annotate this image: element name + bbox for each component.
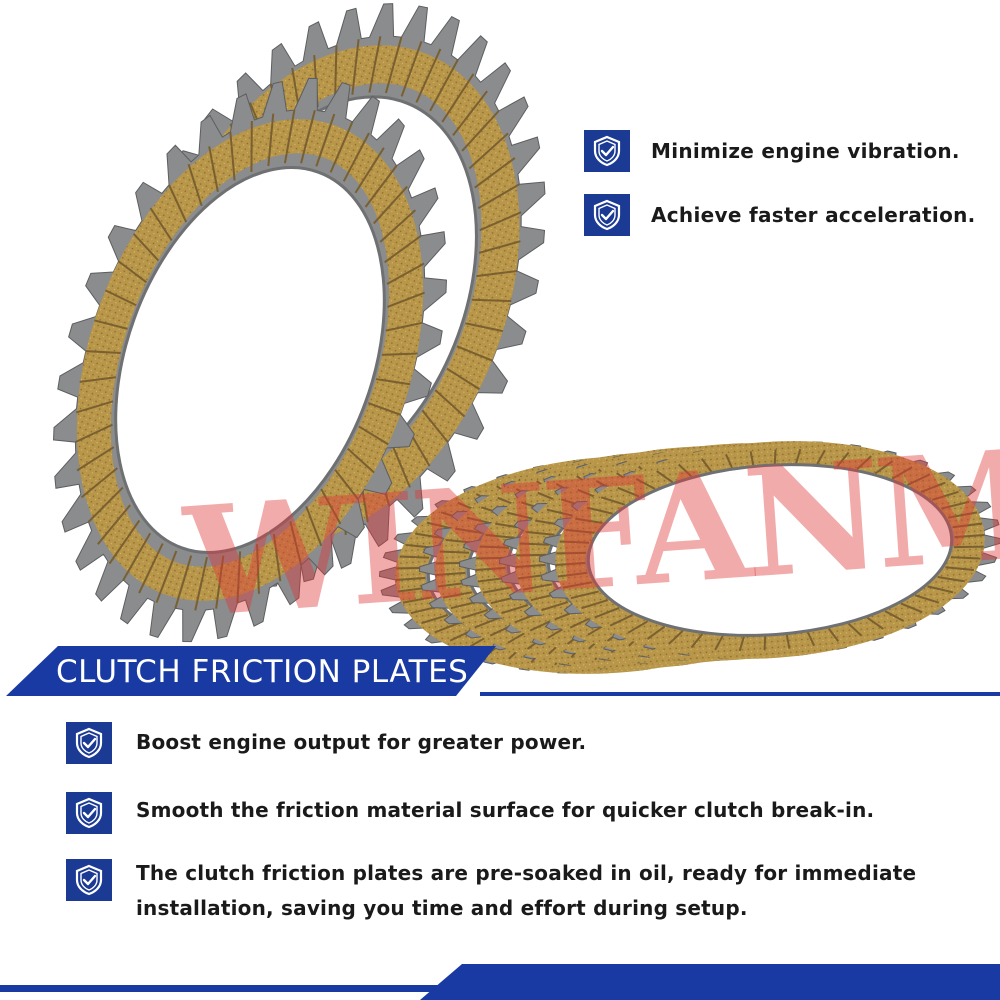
feature-text: Achieve faster acceleration. [651,203,976,227]
shield-check-icon [66,792,112,834]
feature-item: Boost engine output for greater power. [66,722,586,764]
feature-text: The clutch friction plates are pre-soake… [136,861,917,920]
bottom-decor-bar [0,960,1000,1000]
feature-item: Minimize engine vibration. [584,130,984,172]
feature-item: Achieve faster acceleration. [584,194,984,236]
title-banner: CLUTCH FRICTION PLATES [6,646,496,696]
clutch-plate [52,77,448,643]
shield-check-icon [66,722,112,764]
shield-check-icon [66,859,112,901]
page-title: CLUTCH FRICTION PLATES [56,654,469,690]
clutch-plate [538,441,1000,659]
top-feature-list: Minimize engine vibration. Achieve faste… [584,130,984,258]
feature-item: Smooth the friction material surface for… [66,792,874,834]
bottom-thick-stripe [420,964,1000,1000]
feature-text: Boost engine output for greater power. [136,730,587,754]
shield-check-icon [584,130,630,172]
title-underline [480,692,1000,696]
feature-text: Minimize engine vibration. [651,139,960,163]
feature-text: Smooth the friction material surface for… [136,798,875,822]
clutch-plates-photo [52,3,1000,674]
shield-check-icon [584,194,630,236]
feature-item: The clutch friction plates are pre-soake… [66,859,926,926]
